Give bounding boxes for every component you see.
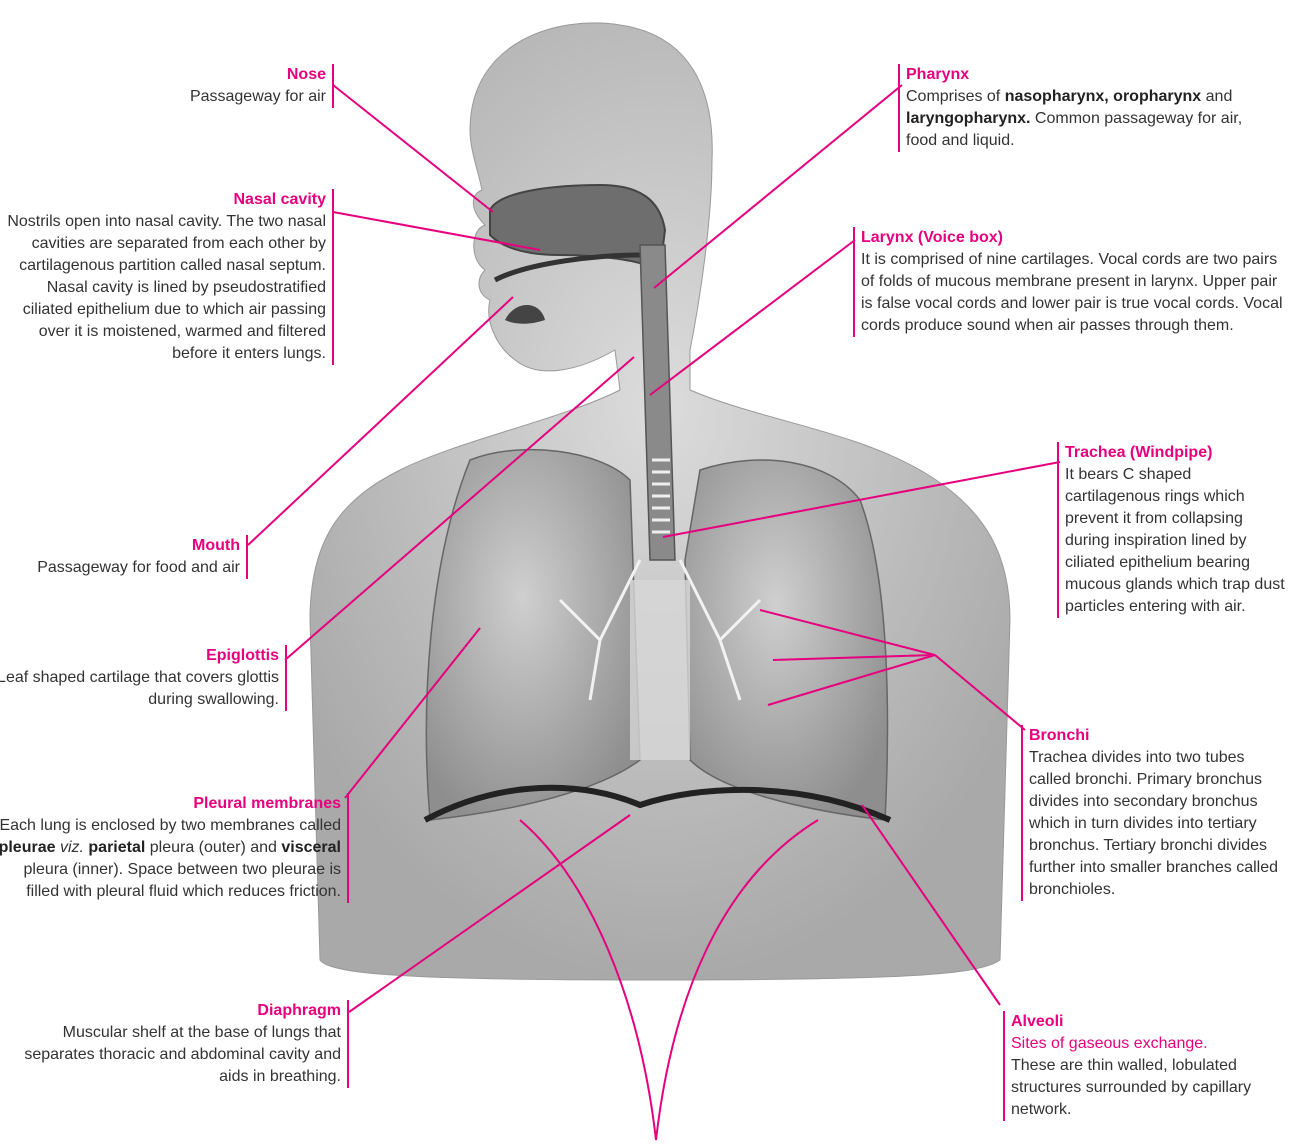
- nasal-cavity-label: Nasal cavity Nostrils open into nasal ca…: [0, 189, 334, 365]
- alveoli-title: Alveoli: [1011, 1011, 1295, 1033]
- leader-nose: [333, 85, 493, 212]
- trachea-description: It bears C shaped cartilagenous rings wh…: [1065, 464, 1290, 618]
- pharynx-label: Pharynx Comprises of nasopharynx, oropha…: [898, 64, 1251, 152]
- mouth-description: Passageway for food and air: [0, 557, 240, 579]
- alveoli-label: Alveoli Sites of gaseous exchange. These…: [1003, 1011, 1295, 1121]
- larynx-description: It is comprised of nine cartilages. Voca…: [861, 249, 1293, 337]
- mouth-label: Mouth Passageway for food and air: [0, 535, 248, 579]
- larynx-label: Larynx (Voice box) It is comprised of ni…: [853, 227, 1293, 337]
- nasal-cavity-description: Nostrils open into nasal cavity. The two…: [0, 211, 326, 365]
- diaphragm-label: Diaphragm Muscular shelf at the base of …: [11, 1000, 349, 1088]
- nose-description: Passageway for air: [126, 86, 326, 108]
- bronchi-description: Trachea divides into two tubes called br…: [1029, 747, 1289, 901]
- bronchi-title: Bronchi: [1029, 725, 1289, 747]
- alveoli-description: These are thin walled, lobulated structu…: [1011, 1055, 1295, 1121]
- alveoli-highlight: Sites of gaseous exchange.: [1011, 1033, 1295, 1055]
- diaphragm-description: Muscular shelf at the base of lungs that…: [11, 1022, 341, 1088]
- epiglottis-label: Epiglottis Leaf shaped cartilage that co…: [0, 645, 287, 711]
- epiglottis-title: Epiglottis: [0, 645, 279, 667]
- larynx-title: Larynx (Voice box): [861, 227, 1293, 249]
- trachea-label: Trachea (Windpipe) It bears C shaped car…: [1057, 442, 1290, 618]
- nose-title: Nose: [126, 64, 326, 86]
- pleural-membranes-title: Pleural membranes: [0, 793, 341, 815]
- pleural-membranes-description: Each lung is enclosed by two membranes c…: [0, 815, 341, 903]
- diaphragm-title: Diaphragm: [11, 1000, 341, 1022]
- pharynx-description: Comprises of nasopharynx, oropharynx and…: [906, 86, 1251, 152]
- pharynx-title: Pharynx: [906, 64, 1251, 86]
- pleural-membranes-label: Pleural membranes Each lung is enclosed …: [0, 793, 349, 903]
- epiglottis-description: Leaf shaped cartilage that covers glotti…: [0, 667, 279, 711]
- mouth-title: Mouth: [0, 535, 240, 557]
- nose-label: Nose Passageway for air: [126, 64, 334, 108]
- bronchi-label: Bronchi Trachea divides into two tubes c…: [1021, 725, 1289, 901]
- nasal-cavity-title: Nasal cavity: [0, 189, 326, 211]
- trachea-title: Trachea (Windpipe): [1065, 442, 1290, 464]
